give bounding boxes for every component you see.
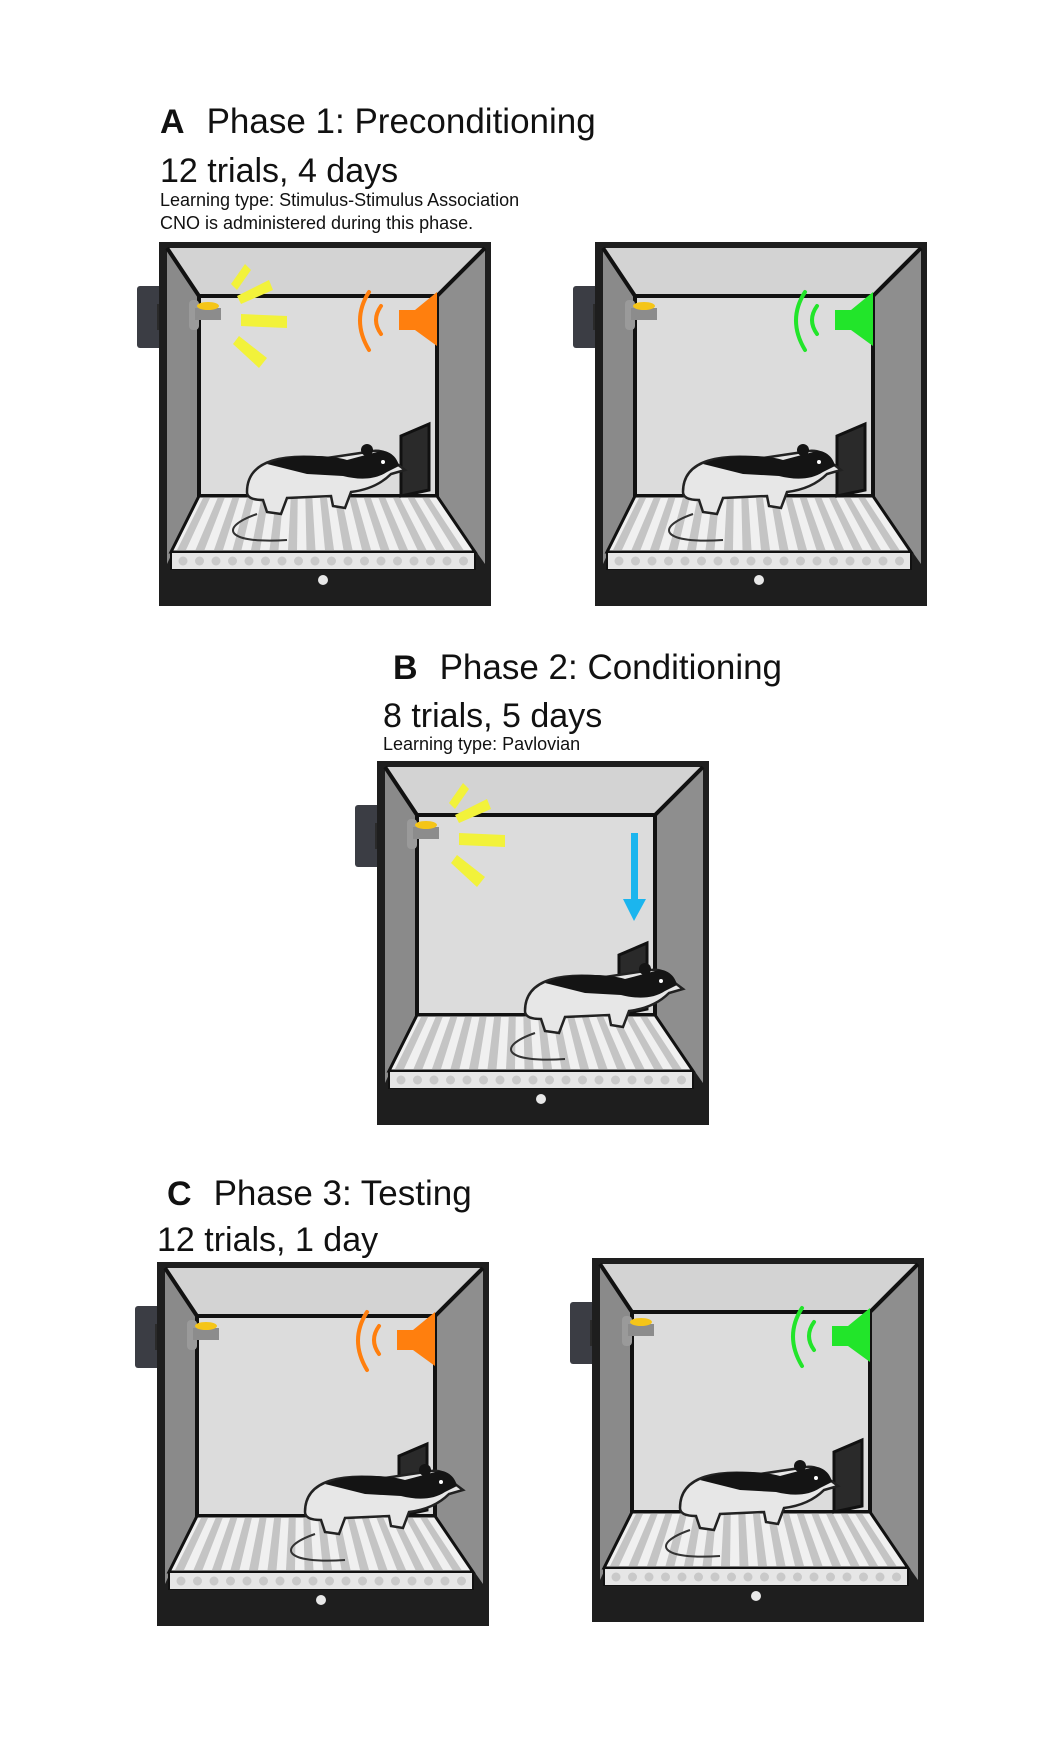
phase-letter: B [393,651,418,685]
phase-b-header: B Phase 2: Conditioning [393,650,782,685]
phase-title: Phase 1: Preconditioning [207,102,596,141]
chamber-a-1 [137,234,497,614]
phase-c-header: C Phase 3: Testing [167,1176,472,1211]
food-port-icon [401,424,429,496]
phase-note: CNO is administered during this phase. [160,212,519,235]
phase-b-trials: 8 trials, 5 days [383,693,602,733]
chamber-b-1 [355,753,715,1133]
phase-trials: 12 trials, 1 day [157,1223,378,1257]
food-port-icon [837,424,865,496]
phase-letter: A [160,105,185,139]
phase-a-header: A Phase 1: Preconditioning [160,104,596,139]
food-port-icon [834,1440,862,1512]
phase-title: Phase 2: Conditioning [440,648,782,687]
phase-c-trials: 12 trials, 1 day [157,1217,378,1257]
phase-note: Learning type: Stimulus-Stimulus Associa… [160,189,519,212]
phase-trials: 8 trials, 5 days [383,699,602,733]
phase-title: Phase 3: Testing [214,1174,472,1213]
phase-trials: 12 trials, 4 days [160,154,398,188]
phase-a-trials: 12 trials, 4 days [160,148,398,188]
chamber-a-2 [573,234,933,614]
chamber-c-1 [135,1254,495,1634]
phase-a-notes: Learning type: Stimulus-Stimulus Associa… [160,189,519,236]
phase-letter: C [167,1177,192,1211]
chamber-c-2 [570,1250,930,1630]
